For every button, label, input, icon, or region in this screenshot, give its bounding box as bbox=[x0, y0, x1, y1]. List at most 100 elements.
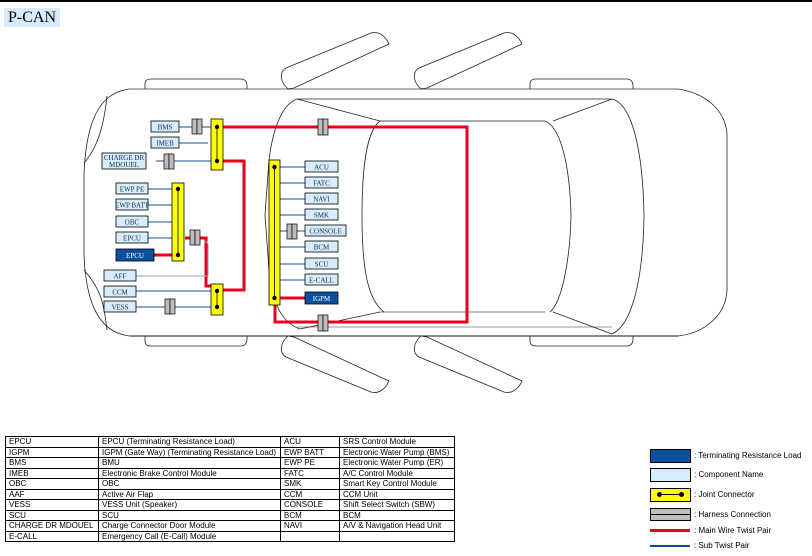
desc-cell: Electronic Brake Control Module bbox=[98, 467, 281, 479]
joint-connector-front-middle bbox=[171, 182, 185, 262]
svg-text:VESS: VESS bbox=[111, 304, 128, 312]
desc-cell: A/C Control Module bbox=[339, 467, 455, 479]
component-bms: BMS bbox=[150, 120, 180, 133]
svg-text:OBC: OBC bbox=[125, 219, 140, 227]
desc-cell: Emergency Call (E-Call) Module bbox=[98, 530, 281, 542]
abbr-cell: ACU bbox=[280, 436, 340, 448]
svg-text:E-CALL: E-CALL bbox=[309, 277, 334, 285]
component-igpm-terminating: IGPM bbox=[304, 291, 339, 305]
svg-text:SCU: SCU bbox=[315, 261, 329, 269]
terminating-resistance-swatch bbox=[650, 449, 691, 463]
component-epcu-terminating: EPCU bbox=[115, 248, 155, 262]
desc-cell: Smart Key Control Module bbox=[339, 478, 455, 490]
abbr-cell: SMK bbox=[280, 478, 340, 490]
abbr-cell bbox=[280, 530, 340, 542]
abbr-cell: EWP PE bbox=[280, 457, 340, 469]
svg-text:SMK: SMK bbox=[314, 212, 329, 220]
harness-connector-console bbox=[286, 223, 298, 240]
svg-text:CCM: CCM bbox=[112, 289, 128, 297]
wheel-rear-top bbox=[529, 78, 634, 89]
svg-text:IGPM: IGPM bbox=[313, 295, 331, 303]
harness-connector-bottom-main bbox=[317, 314, 329, 332]
desc-cell: Active Air Flap bbox=[98, 488, 281, 500]
desc-cell: VESS Unit (Speaker) bbox=[98, 499, 281, 511]
abbr-cell: E-CALL bbox=[5, 530, 99, 542]
main-wire-swatch bbox=[650, 529, 690, 532]
component-obc: OBC bbox=[115, 215, 149, 228]
abbr-cell: EPCU bbox=[5, 436, 99, 448]
windshield-line-top bbox=[296, 98, 381, 122]
top-border bbox=[0, 0, 812, 2]
abbr-cell: BCM bbox=[280, 509, 340, 521]
svg-text:EPCU: EPCU bbox=[123, 235, 141, 243]
car-outline bbox=[83, 32, 728, 393]
desc-cell: A/V & Navigation Head Unit bbox=[339, 520, 455, 532]
wheel-rear-bottom bbox=[529, 336, 634, 347]
wheel-front-top bbox=[144, 78, 248, 89]
roof-right bbox=[544, 120, 572, 313]
harness-connectors bbox=[163, 118, 329, 332]
abbr-cell: CONSOLE bbox=[280, 499, 340, 511]
desc-cell: BMU bbox=[98, 457, 281, 469]
svg-text:EWP BATT: EWP BATT bbox=[115, 202, 149, 210]
component-fatc: FATC bbox=[304, 176, 339, 189]
abbr-cell: CHARGE DR MDOUEL bbox=[5, 520, 99, 532]
harness-connector-epcu-main bbox=[189, 229, 201, 246]
component-smk: SMK bbox=[304, 208, 339, 221]
svg-text:IMEB: IMEB bbox=[156, 140, 174, 148]
desc-cell: IGPM (Gate Way) (Terminating Resistance … bbox=[98, 446, 281, 458]
desc-cell: Electronic Water Pump (BMS) bbox=[339, 446, 455, 458]
component-ewp-batt: EWP BATT bbox=[115, 198, 150, 211]
component-name-swatch bbox=[650, 468, 691, 482]
door-front-bottom bbox=[280, 335, 390, 393]
component-bcm: BCM bbox=[304, 240, 339, 253]
joint-connectors bbox=[171, 118, 281, 316]
component-aff: AFF bbox=[103, 269, 137, 282]
component-imeb: IMEB bbox=[150, 136, 180, 149]
svg-text:AFF: AFF bbox=[114, 273, 127, 281]
harness-connector-bms bbox=[191, 118, 203, 135]
abbr-cell: BMS bbox=[5, 457, 99, 469]
component-console: CONSOLE bbox=[304, 224, 347, 237]
desc-cell: Shift Select Switch (SBW) bbox=[339, 499, 455, 511]
main-wire-top-loop bbox=[217, 125, 469, 324]
svg-text:EPCU: EPCU bbox=[126, 252, 144, 260]
desc-cell: SRS Control Module bbox=[339, 436, 455, 448]
door-rear-bottom bbox=[413, 335, 523, 393]
svg-text:EWP PE: EWP PE bbox=[120, 186, 144, 194]
desc-cell bbox=[339, 530, 455, 542]
desc-cell: Charge Connector Door Module bbox=[98, 520, 281, 532]
roof-left bbox=[361, 120, 385, 313]
abbr-cell: AAF bbox=[5, 488, 99, 500]
harness-connector-top-main bbox=[317, 118, 329, 136]
abbr-cell: NAVI bbox=[280, 520, 340, 532]
svg-text:NAVI: NAVI bbox=[313, 196, 330, 204]
hood-line bbox=[83, 95, 108, 164]
svg-text:CHARGE DR: CHARGE DR bbox=[104, 154, 145, 162]
joint-connector-front-upper bbox=[210, 118, 224, 171]
joint-connector-cabin bbox=[268, 159, 281, 306]
abbr-cell: FATC bbox=[280, 467, 340, 479]
harness-connector-charge-dr bbox=[163, 153, 175, 170]
component-ccm: CCM bbox=[103, 285, 137, 298]
component-acu: ACU bbox=[304, 160, 339, 173]
component-ecall: E-CALL bbox=[304, 273, 339, 286]
component-navi: NAVI bbox=[304, 192, 339, 205]
joint-connector-front-lower bbox=[210, 283, 224, 316]
svg-text:MDOUEL: MDOUEL bbox=[109, 161, 139, 169]
svg-text:BCM: BCM bbox=[314, 244, 330, 252]
svg-text:ACU: ACU bbox=[314, 164, 329, 172]
component-ewp-pe: EWP PE bbox=[115, 182, 149, 195]
page-title: P-CAN bbox=[4, 8, 61, 27]
